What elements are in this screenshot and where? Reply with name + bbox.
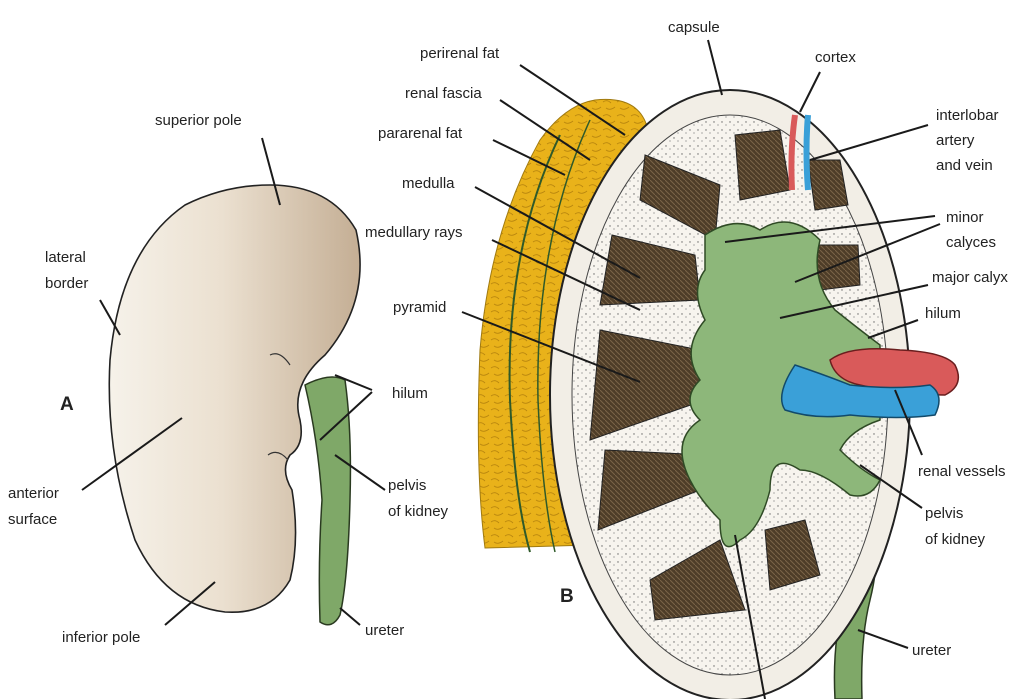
label-pararenal-fat: pararenal fat xyxy=(378,125,463,142)
label-interlobar-2: artery xyxy=(936,132,975,149)
label-medullary-rays: medullary rays xyxy=(365,224,463,241)
label-hilum-b: hilum xyxy=(925,305,961,322)
panel-b-letter: B xyxy=(560,586,574,607)
label-interlobar-3: and vein xyxy=(936,157,993,174)
label-superior-pole: superior pole xyxy=(155,112,242,129)
label-pelvis-b-2: of kidney xyxy=(925,531,986,548)
label-inferior-pole: inferior pole xyxy=(62,629,140,646)
label-ureter-b: ureter xyxy=(912,642,951,659)
label-pyramid: pyramid xyxy=(393,299,446,316)
label-lateral-border-2: border xyxy=(45,275,88,292)
label-minor-calyces-2: calyces xyxy=(946,234,996,251)
label-major-calyx: major calyx xyxy=(932,269,1008,286)
label-cortex: cortex xyxy=(815,49,856,66)
label-perirenal-fat: perirenal fat xyxy=(420,45,500,62)
label-renal-fascia: renal fascia xyxy=(405,85,482,102)
label-ureter-a: ureter xyxy=(365,622,404,639)
label-pelvis-b-1: pelvis xyxy=(925,505,963,522)
ureter-a xyxy=(305,377,350,625)
label-renal-vessels: renal vessels xyxy=(918,463,1006,480)
label-anterior-surface-1: anterior xyxy=(8,485,59,502)
label-interlobar-1: interlobar xyxy=(936,107,999,124)
label-pelvis-a-1: pelvis xyxy=(388,477,426,494)
label-pelvis-a-2: of kidney xyxy=(388,503,449,520)
label-medulla: medulla xyxy=(402,175,455,192)
label-lateral-border-1: lateral xyxy=(45,249,86,266)
label-capsule: capsule xyxy=(668,19,720,36)
label-hilum-a: hilum xyxy=(392,385,428,402)
label-anterior-surface-2: surface xyxy=(8,511,57,528)
panel-b-kidney-section xyxy=(478,90,958,699)
label-minor-calyces-1: minor xyxy=(946,209,984,226)
panel-a-letter: A xyxy=(60,394,74,415)
panel-a-kidney xyxy=(109,185,360,625)
